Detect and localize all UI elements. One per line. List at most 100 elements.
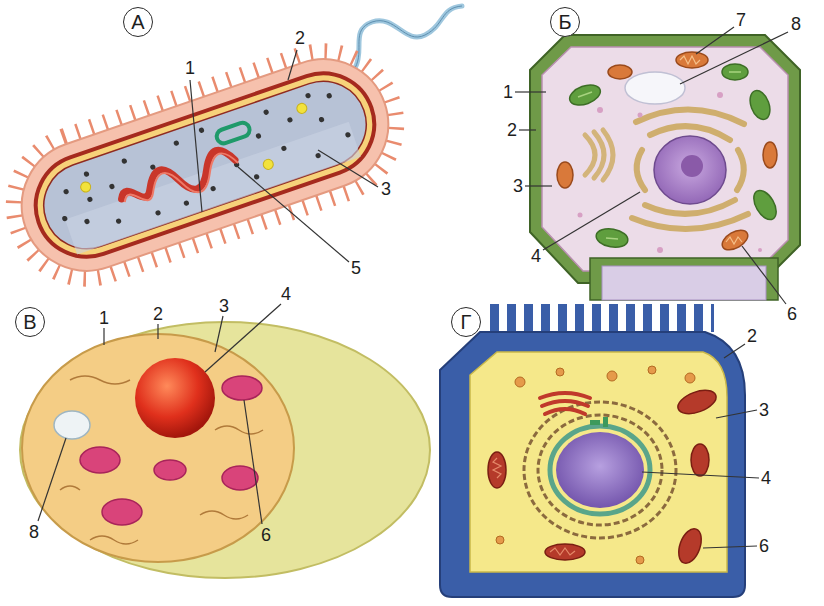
ribosomes <box>61 215 68 222</box>
chloroplasts <box>746 88 773 122</box>
leader-lines <box>519 129 536 130</box>
vesicles <box>648 366 656 374</box>
endoplasmic-reticulum <box>60 486 80 490</box>
endoplasmic-reticulum <box>70 376 130 384</box>
leader-lines <box>103 328 104 345</box>
ribosomes <box>183 200 190 207</box>
vesicles <box>556 368 564 376</box>
cytoplasm <box>32 70 378 261</box>
leader-lines <box>724 344 745 358</box>
leader-lines <box>543 192 640 250</box>
ribosomes <box>115 218 122 225</box>
leader-lines <box>515 27 788 304</box>
cell-wall <box>22 59 388 270</box>
plasmid <box>215 121 252 145</box>
leader-lines <box>642 472 759 478</box>
callout-number: 7 <box>735 10 747 30</box>
mitochondria <box>557 52 777 254</box>
vacuole <box>54 411 90 439</box>
callout-number: 6 <box>260 525 272 545</box>
ribosomes <box>263 109 270 116</box>
endoplasmic-reticulum <box>215 426 263 434</box>
callout-number: 2 <box>152 304 164 324</box>
chloroplast-grana <box>729 71 741 73</box>
endoplasmic-reticulum <box>90 536 138 544</box>
callout-number: 1 <box>184 58 196 78</box>
cytoplasm <box>470 352 727 572</box>
vesicles <box>496 536 504 544</box>
panel-letter: В <box>23 312 36 332</box>
endoplasmic-reticulum <box>636 109 744 124</box>
cell-wall <box>20 322 430 578</box>
mitochondria <box>80 447 120 473</box>
granules <box>262 158 275 171</box>
golgi <box>540 393 590 414</box>
callout-number: 2 <box>294 28 306 48</box>
capsule <box>4 42 406 289</box>
leader-lines <box>680 32 788 84</box>
ribosomes <box>121 158 128 165</box>
bacterium-cell <box>0 6 462 298</box>
animal-cell <box>440 318 759 597</box>
mitochondria <box>488 452 506 488</box>
small-vesicles <box>717 92 723 98</box>
leader-lines <box>742 246 786 304</box>
mitochondria <box>154 460 186 480</box>
callout-number: 3 <box>758 400 770 420</box>
granules <box>78 102 322 229</box>
small-vesicles <box>657 247 663 253</box>
leader-lines <box>238 167 349 262</box>
callout-number: 3 <box>512 176 524 196</box>
endoplasmic-reticulum <box>200 511 248 519</box>
centrioles <box>590 417 608 427</box>
chloroplast-grana <box>606 238 618 239</box>
cristae <box>493 458 575 555</box>
panel-letter-circle: В <box>15 307 45 337</box>
leader-lines <box>696 27 734 54</box>
mitochondria <box>102 499 142 525</box>
cristae <box>680 56 742 244</box>
cell-wall <box>530 35 800 283</box>
centrioles <box>590 420 600 425</box>
mitochondria <box>222 376 262 400</box>
golgi <box>594 132 604 178</box>
bacterium-body <box>0 32 416 299</box>
mitochondria <box>691 444 709 476</box>
cristae <box>726 237 742 244</box>
callout-number: 4 <box>530 246 542 266</box>
callout-number: 4 <box>760 468 772 488</box>
golgi <box>603 130 613 180</box>
chloroplasts <box>567 81 603 109</box>
adjacent-cytoplasm <box>602 266 766 300</box>
ribosomes <box>63 188 70 195</box>
ribosomes <box>345 132 352 139</box>
callout-number: 5 <box>350 258 362 278</box>
chloroplasts <box>567 64 781 250</box>
leader-lines <box>38 304 281 524</box>
small-vesicles <box>578 92 763 253</box>
mitochondria <box>719 226 751 254</box>
cytoplasm <box>542 47 788 271</box>
cristae <box>493 458 501 478</box>
mitochondria <box>608 65 632 79</box>
vesicles <box>685 373 695 383</box>
mitochondria <box>222 466 258 490</box>
cristae <box>550 548 575 555</box>
endoplasmic-reticulum <box>637 150 645 190</box>
ribosomes <box>155 210 162 217</box>
leader-lines <box>215 316 223 352</box>
small-vesicles <box>758 248 762 252</box>
ribosomes <box>210 185 217 192</box>
rough-er <box>524 402 676 538</box>
rough-er <box>524 402 676 538</box>
callout-number: 1 <box>502 82 514 102</box>
leader-lines <box>515 91 546 92</box>
ribosomes <box>198 127 205 134</box>
callout-number: 2 <box>746 326 758 346</box>
adjacent-wall <box>590 258 778 300</box>
nucleus <box>654 136 726 204</box>
cell-membrane-outer <box>440 332 745 597</box>
ribosomes <box>305 92 312 99</box>
